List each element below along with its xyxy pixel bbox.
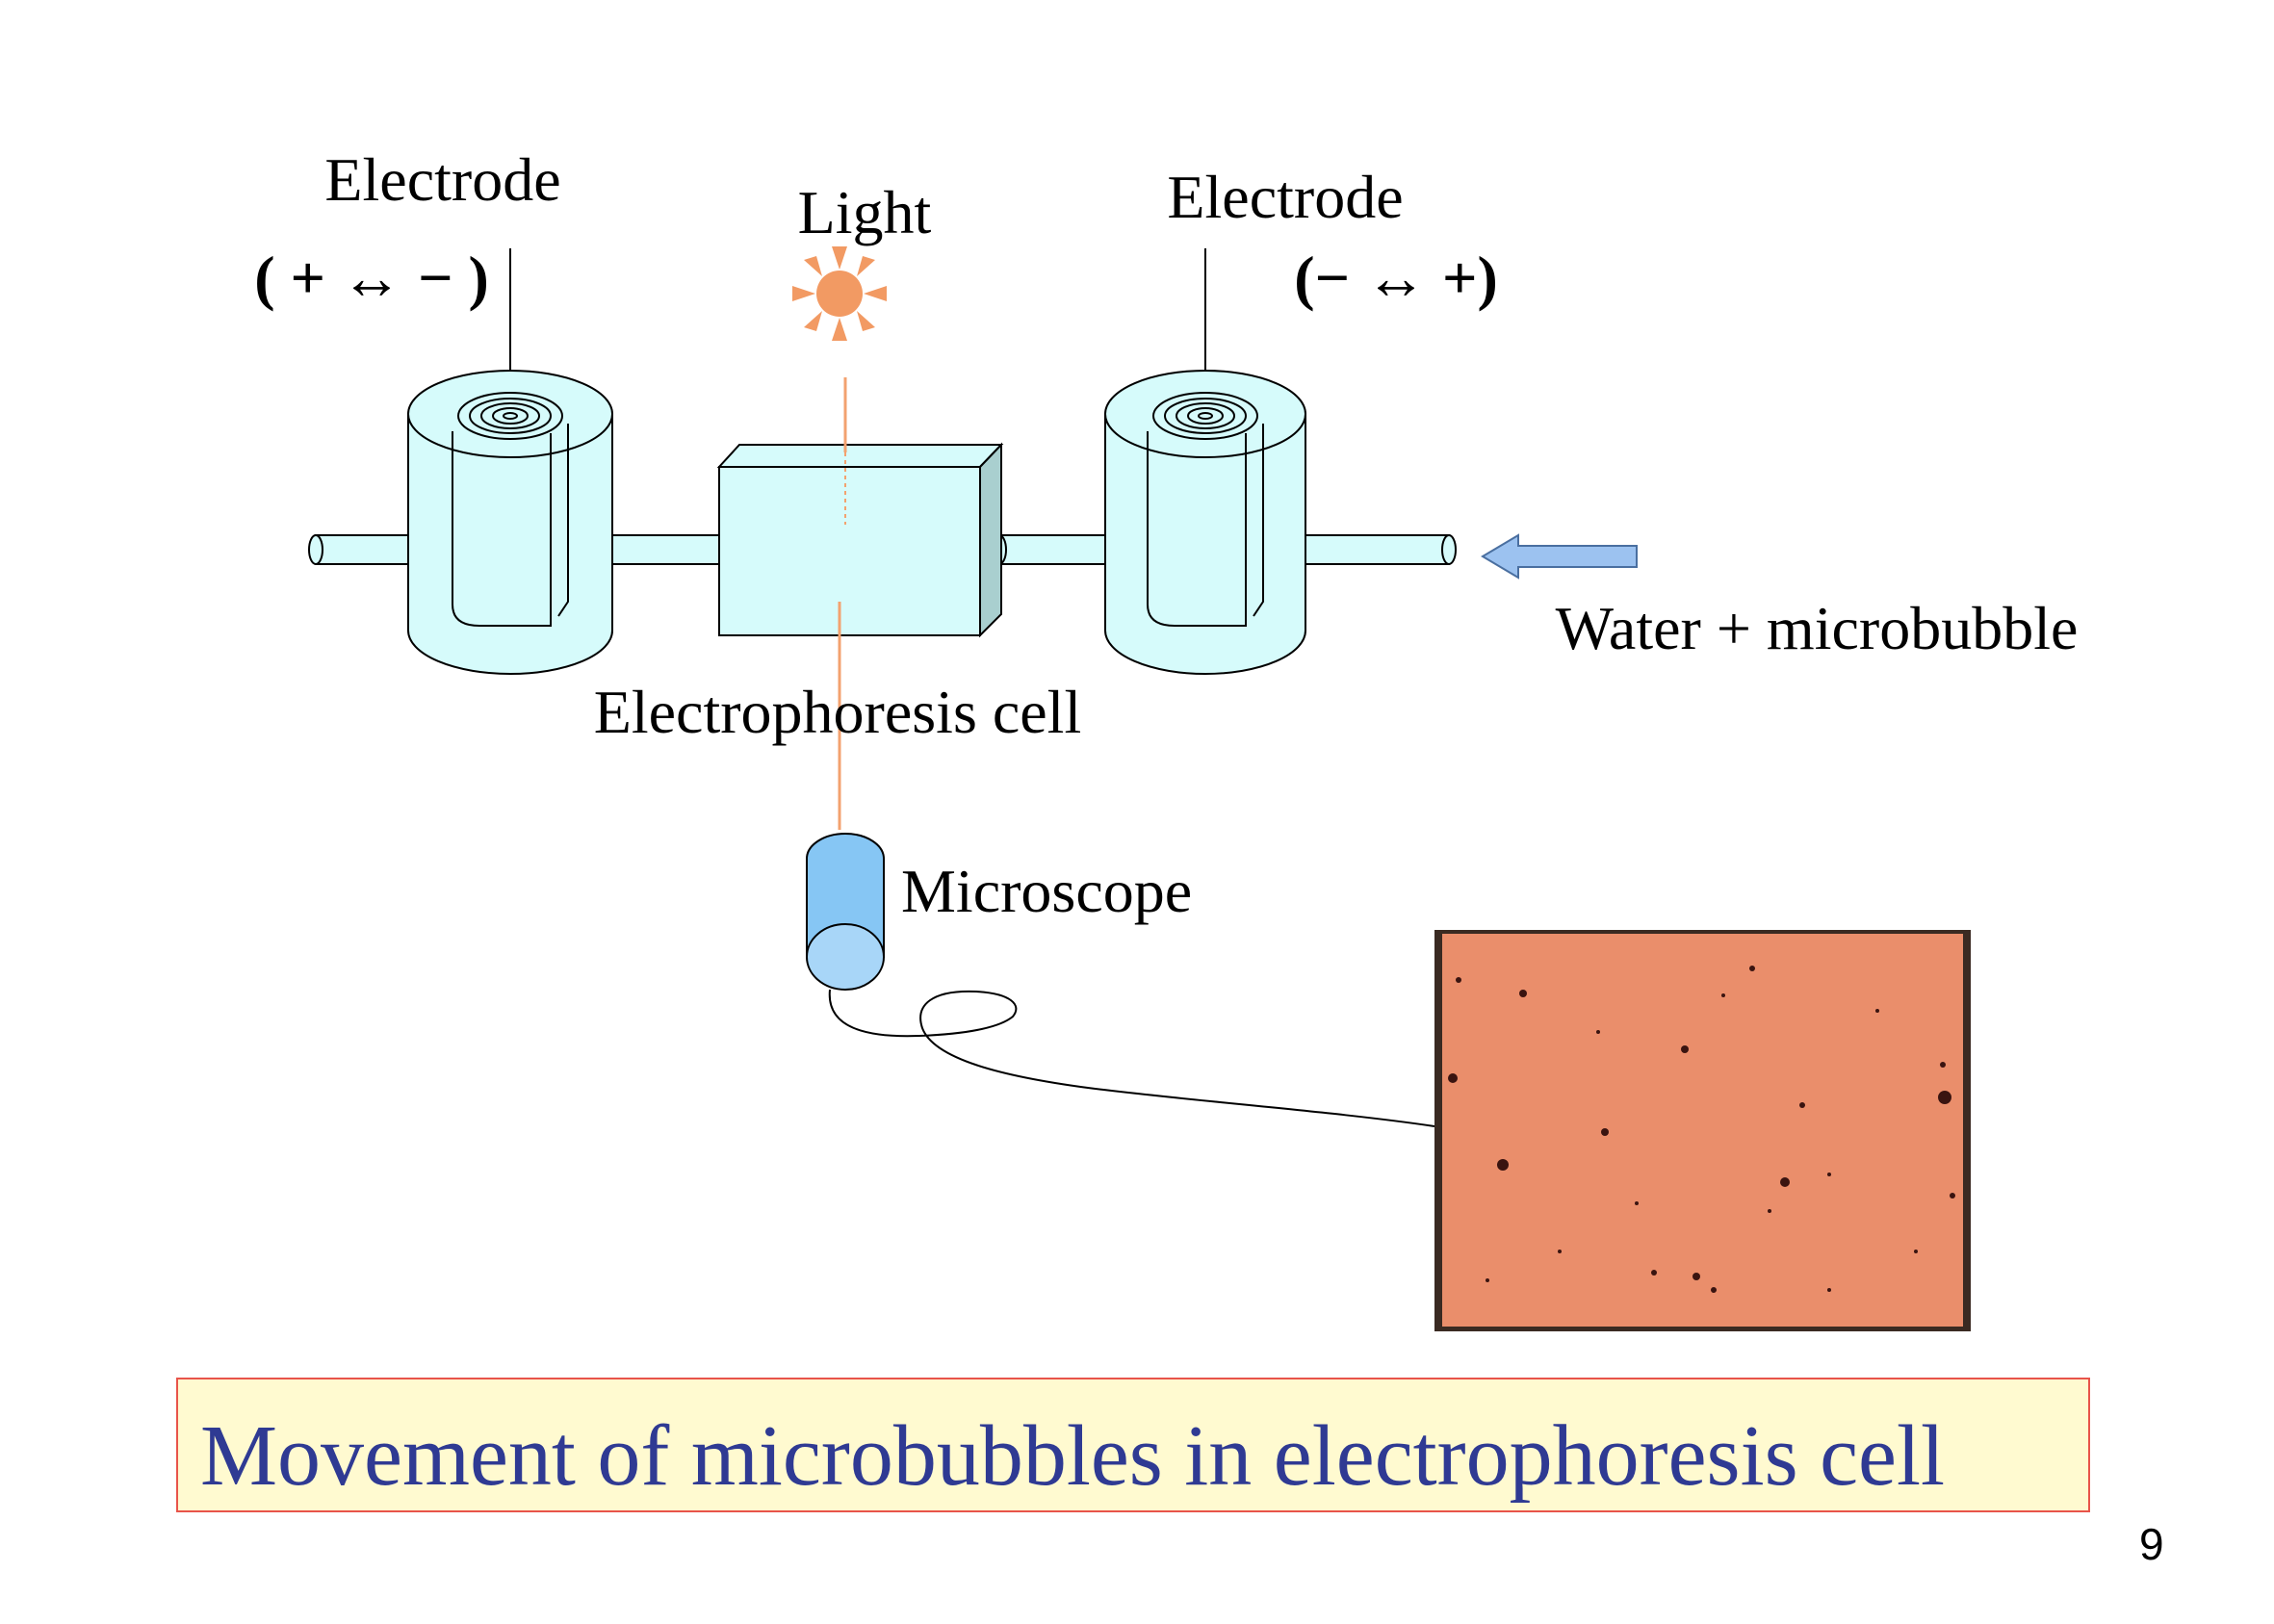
- caption-box: [176, 1378, 2090, 1512]
- electrode-cylinder-left: [407, 370, 613, 675]
- pipe-cell-to-right: [992, 534, 1106, 565]
- label-polarity-right: (− ↔ +): [1294, 244, 1498, 312]
- label-light: Light: [798, 178, 932, 246]
- electrophoresis-cell-box: [716, 442, 1004, 638]
- electrode-cylinder-right: [1104, 370, 1306, 675]
- sun-icon: [792, 246, 887, 341]
- label-polarity-left: ( + ↔ − ): [254, 244, 489, 312]
- microbubble-micrograph: [1434, 930, 1971, 1331]
- label-microscope: Microscope: [901, 857, 1192, 925]
- pipe-right-outlet: [1287, 534, 1457, 565]
- electrode-coil-right: [1152, 392, 1258, 440]
- microscope-icon: [806, 833, 885, 991]
- light-beam: [838, 377, 847, 830]
- label-electrode-left: Electrode: [324, 145, 560, 214]
- label-electrode-right: Electrode: [1167, 163, 1403, 231]
- label-water-microbubble: Water + microbubble: [1556, 594, 2079, 662]
- pipe-left-inlet: [308, 534, 409, 565]
- electrode-coil-left: [457, 392, 563, 440]
- bubble-markers: [1448, 966, 1955, 1293]
- slide-number: 9: [2139, 1519, 2164, 1569]
- label-electrophoresis-cell: Electrophoresis cell: [594, 678, 1081, 746]
- arrow-left-icon: [1481, 533, 1638, 580]
- caption-text: Movement of microbubbles in electrophore…: [200, 1408, 1945, 1504]
- microscope-cable: [828, 989, 1435, 1127]
